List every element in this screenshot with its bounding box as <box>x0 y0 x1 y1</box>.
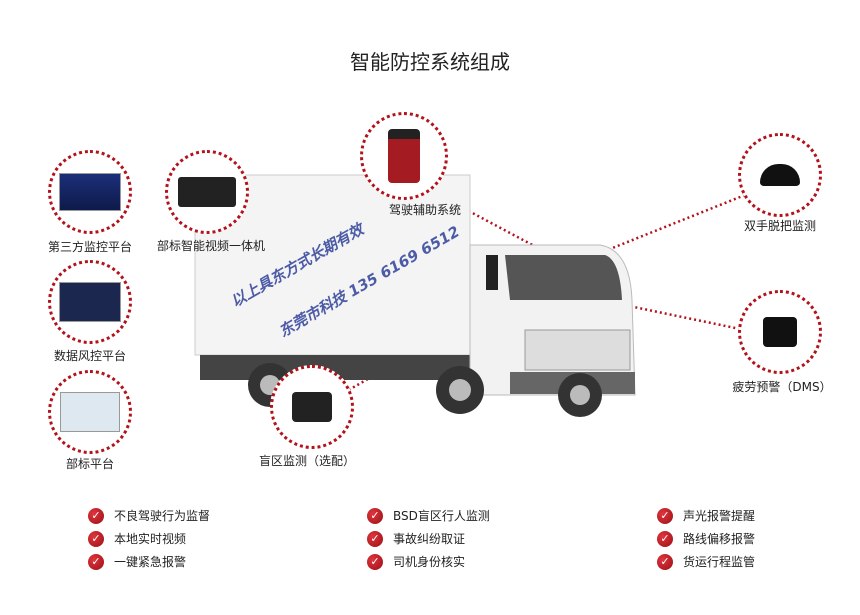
label-blind-spot: 盲区监测（选配） <box>258 454 356 468</box>
label-video-unit: 部标智能视频一体机 <box>156 239 266 253</box>
label-dms: 疲劳预警（DMS） <box>732 380 832 394</box>
label-hands-off: 双手脱把监测 <box>743 219 817 233</box>
dms-camera-image <box>738 290 822 374</box>
feature-item: ✓ 不良驾驶行为监督 <box>88 507 210 524</box>
check-icon: ✓ <box>367 553 383 570</box>
label-adas: 驾驶辅助系统 <box>388 203 462 217</box>
feature-label: 声光报警提醒 <box>683 509 756 523</box>
feature-label: BSD盲区行人监测 <box>393 509 490 523</box>
data-risk-platform-image <box>48 260 132 344</box>
feature-item: ✓ BSD盲区行人监测 <box>367 507 490 524</box>
feature-item: ✓ 本地实时视频 <box>88 530 186 547</box>
feature-label: 货运行程监管 <box>683 555 756 569</box>
check-icon: ✓ <box>657 553 673 570</box>
feature-item: ✓ 司机身份核实 <box>367 553 465 570</box>
hands-off-camera-image <box>738 133 822 217</box>
feature-item: ✓ 声光报警提醒 <box>657 507 755 524</box>
feature-item: ✓ 一键紧急报警 <box>88 553 186 570</box>
feature-label: 一键紧急报警 <box>114 555 187 569</box>
feature-label: 路线偏移报警 <box>683 532 756 546</box>
check-icon: ✓ <box>88 530 104 547</box>
check-icon: ✓ <box>657 530 673 547</box>
page-title: 智能防控系统组成 <box>350 50 510 74</box>
check-icon: ✓ <box>367 530 383 547</box>
check-icon: ✓ <box>88 507 104 524</box>
feature-label: 司机身份核实 <box>393 555 466 569</box>
label-standard-platform: 部标平台 <box>65 457 115 471</box>
feature-label: 本地实时视频 <box>114 532 187 546</box>
video-unit-image <box>165 150 249 234</box>
feature-label: 不良驾驶行为监督 <box>114 509 211 523</box>
check-icon: ✓ <box>88 553 104 570</box>
feature-label: 事故纠纷取证 <box>393 532 466 546</box>
label-third-party: 第三方监控平台 <box>47 240 133 254</box>
third-party-platform-image <box>48 150 132 234</box>
feature-item: ✓ 货运行程监管 <box>657 553 755 570</box>
feature-item: ✓ 事故纠纷取证 <box>367 530 465 547</box>
check-icon: ✓ <box>367 507 383 524</box>
adas-camera-image <box>360 112 448 200</box>
feature-item: ✓ 路线偏移报警 <box>657 530 755 547</box>
label-data-risk: 数据风控平台 <box>53 349 127 363</box>
check-icon: ✓ <box>657 507 673 524</box>
blind-spot-camera-image <box>270 365 354 449</box>
standard-platform-image <box>48 370 132 454</box>
